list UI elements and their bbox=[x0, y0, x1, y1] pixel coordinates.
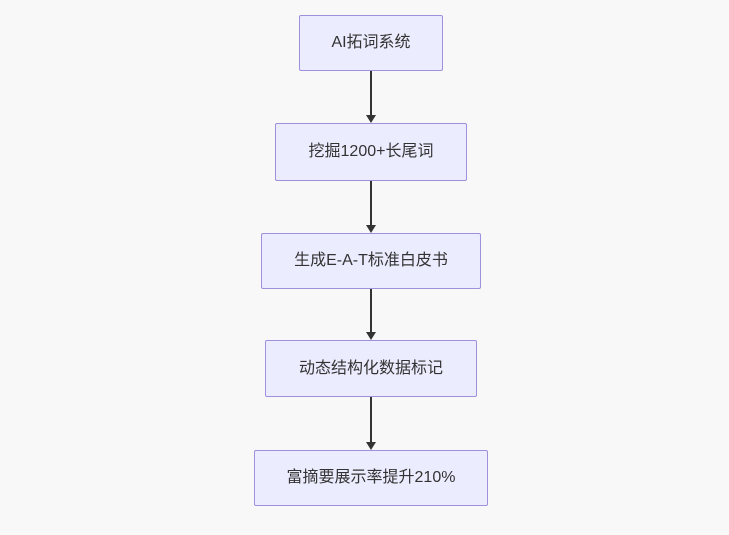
arrow-line bbox=[370, 397, 372, 443]
flow-node-eat-whitepaper: 生成E-A-T标准白皮书 bbox=[261, 233, 481, 289]
flow-node-label: 富摘要展示率提升210% bbox=[286, 469, 456, 486]
flow-arrow bbox=[365, 71, 377, 123]
flow-node-label: 生成E-A-T标准白皮书 bbox=[294, 252, 448, 269]
flow-arrow bbox=[365, 289, 377, 340]
arrowhead-icon bbox=[366, 115, 376, 123]
arrowhead-icon bbox=[366, 225, 376, 233]
flow-node-longtail-mining: 挖掘1200+长尾词 bbox=[275, 123, 467, 181]
flow-node-rich-snippet-result: 富摘要展示率提升210% bbox=[254, 450, 488, 506]
flow-node-structured-data: 动态结构化数据标记 bbox=[265, 340, 477, 397]
arrow-line bbox=[370, 71, 372, 116]
flow-arrow bbox=[365, 181, 377, 233]
flow-node-label: 挖掘1200+长尾词 bbox=[308, 143, 434, 160]
arrowhead-icon bbox=[366, 442, 376, 450]
flow-node-ai-system: AI拓词系统 bbox=[299, 15, 443, 71]
arrow-line bbox=[370, 181, 372, 226]
arrow-line bbox=[370, 289, 372, 333]
flow-arrow bbox=[365, 397, 377, 450]
flow-node-label: AI拓词系统 bbox=[331, 34, 411, 51]
arrowhead-icon bbox=[366, 332, 376, 340]
flow-node-label: 动态结构化数据标记 bbox=[298, 359, 443, 377]
